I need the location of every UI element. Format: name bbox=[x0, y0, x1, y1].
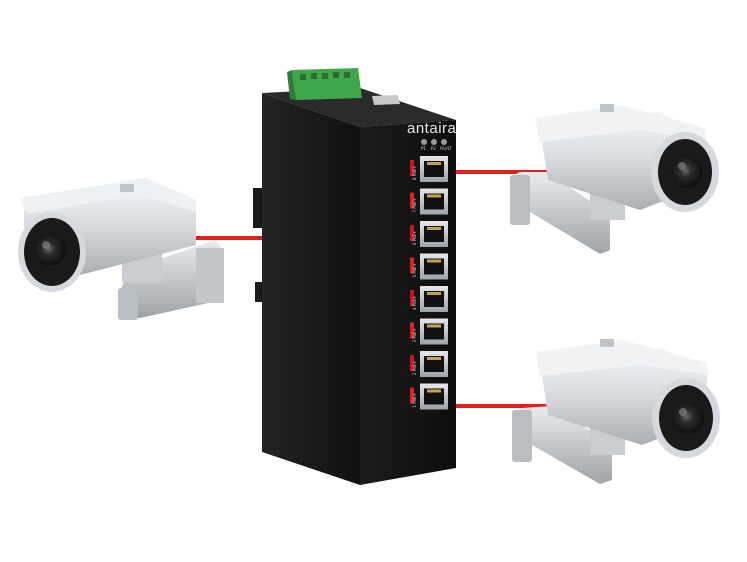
poe-indicator bbox=[410, 160, 414, 176]
rj45-port[interactable]: 2 PoE+ bbox=[410, 351, 448, 377]
rj45-port[interactable]: 5 PoE+ bbox=[410, 253, 448, 280]
port-label: 7 PoE+ bbox=[412, 198, 417, 212]
led-label-fault: FAULT bbox=[440, 146, 452, 151]
camera-lens bbox=[672, 402, 704, 434]
rj45-port[interactable]: 1 PoE+ bbox=[410, 383, 448, 410]
poe-switch: antaira P1 P2 FAULT 8 PoE+ 7 PoE+ 6 PoE+ 5 … bbox=[253, 68, 457, 485]
poe-indicator bbox=[410, 322, 414, 339]
camera-bottom-right bbox=[512, 339, 720, 484]
poe-indicator bbox=[410, 387, 414, 404]
camera-lens bbox=[671, 156, 703, 188]
rj45-port[interactable]: 6 PoE+ bbox=[410, 221, 448, 247]
port-label: 3 PoE+ bbox=[412, 328, 417, 342]
poe-indicator bbox=[410, 257, 414, 274]
poe-indicator bbox=[410, 355, 414, 371]
camera-left bbox=[18, 178, 224, 320]
camera-lens bbox=[34, 234, 66, 266]
poe-indicator bbox=[410, 225, 414, 241]
led-p1 bbox=[421, 139, 427, 145]
led-label-p2: P2 bbox=[431, 146, 436, 151]
switch-side-panel bbox=[262, 93, 360, 485]
port-label: 8 PoE+ bbox=[412, 166, 417, 180]
status-leds: P1 P2 FAULT bbox=[421, 139, 452, 151]
led-fault bbox=[441, 139, 447, 145]
terminal-block bbox=[287, 68, 362, 100]
rj45-port[interactable]: 3 PoE+ bbox=[410, 318, 448, 345]
port-label: 5 PoE+ bbox=[412, 263, 417, 277]
port-label: 1 PoE+ bbox=[412, 393, 417, 407]
poe-indicator bbox=[410, 290, 414, 306]
rj45-port[interactable]: 8 PoE+ bbox=[410, 156, 448, 182]
poe-indicator bbox=[410, 192, 414, 209]
port-label: 6 PoE+ bbox=[412, 231, 417, 245]
camera-top-right bbox=[510, 104, 719, 254]
led-label-p1: P1 bbox=[421, 146, 426, 151]
port-label: 2 PoE+ bbox=[412, 361, 417, 375]
port-label: 4 PoE+ bbox=[412, 296, 417, 310]
rj45-port[interactable]: 7 PoE+ bbox=[410, 188, 448, 215]
rj45-port[interactable]: 4 PoE+ bbox=[410, 286, 448, 312]
led-p2 bbox=[431, 139, 437, 145]
brand-logo: antaira bbox=[407, 120, 457, 137]
rj45-ports: 8 PoE+ 7 PoE+ 6 PoE+ 5 PoE+ 4 PoE+ 3 PoE+ 2 Po… bbox=[410, 156, 448, 410]
